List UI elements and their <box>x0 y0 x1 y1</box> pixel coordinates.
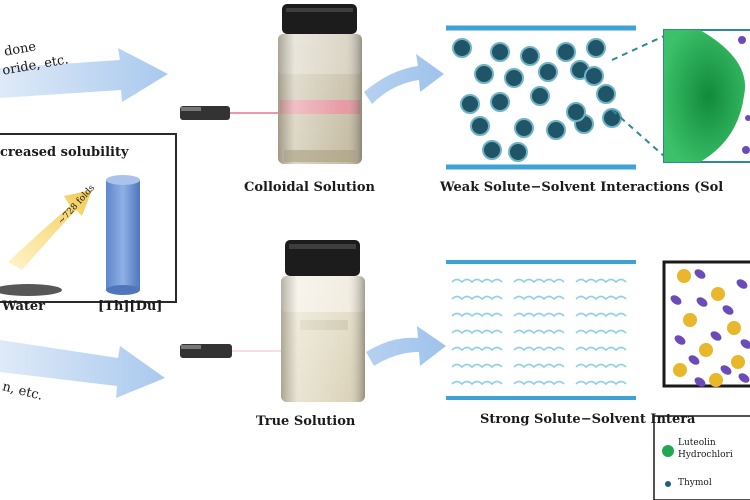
solvent-molecule <box>710 331 722 341</box>
colloidal-vial-label: Colloidal Solution <box>244 180 375 195</box>
colloid-particle <box>504 68 524 88</box>
colloid-particle <box>538 62 558 82</box>
cylinder-label: [Th][Du] <box>98 299 163 314</box>
solvent-wave <box>513 346 565 352</box>
solute-solvent-mixture <box>670 269 750 387</box>
solvent-waves <box>451 278 627 386</box>
colloidal-interaction-label: Weak Solute−Solvent Interactions (Sol <box>440 180 724 195</box>
solute-molecule <box>673 363 687 377</box>
colloidal-vial <box>278 4 362 164</box>
true-curved-arrow <box>366 326 446 366</box>
colloid-particle <box>470 116 490 136</box>
colloid-particle <box>596 84 616 104</box>
solvent-molecule <box>688 355 700 365</box>
colloid-particle <box>556 42 576 62</box>
true-vial-label: True Solution <box>256 414 356 429</box>
solute-molecule <box>727 321 741 335</box>
solvent-wave <box>451 380 503 386</box>
solubility-box <box>0 133 177 303</box>
zoom-dash-bottom <box>611 109 665 157</box>
solvent-wave <box>513 278 565 284</box>
solvent-molecule <box>720 365 732 375</box>
solvent-molecule <box>694 269 706 279</box>
solvent-molecule <box>670 295 682 305</box>
solubility-cylinder <box>106 175 140 295</box>
legend-box <box>653 415 750 500</box>
solvent-wave <box>575 329 627 335</box>
colloid-particle <box>602 108 622 128</box>
solvent-wave <box>575 295 627 301</box>
colloid-particle <box>508 142 528 162</box>
solvent-wave <box>451 295 503 301</box>
true-interaction-label: Strong Solute−Solvent Intera <box>480 412 696 427</box>
legend-thymol-label: Thymol <box>678 478 712 488</box>
solvent-wave <box>575 312 627 318</box>
solvent-molecule <box>722 305 734 315</box>
solvent-molecule <box>736 279 748 289</box>
colloid-particle <box>514 118 534 138</box>
solubility-box-title: creased solubility <box>0 145 129 160</box>
legend-luteolin-marker <box>662 445 674 457</box>
colloid-particle <box>474 64 494 84</box>
solvent-molecule <box>674 335 686 345</box>
colloidal-particles <box>452 38 622 162</box>
solvent-wave <box>575 346 627 352</box>
colloid-particle <box>490 42 510 62</box>
solvent-wave <box>513 363 565 369</box>
solvent-wave <box>513 380 565 386</box>
colloid-particle <box>586 38 606 58</box>
solvent-wave <box>575 380 627 386</box>
solvent-wave <box>513 312 565 318</box>
colloid-particle <box>530 86 550 106</box>
solute-molecule <box>731 355 745 369</box>
colloid-particle <box>460 94 480 114</box>
water-label: Water <box>2 299 46 314</box>
solvent-molecule <box>694 377 706 387</box>
colloid-particle <box>566 102 586 122</box>
solvent-wave <box>451 312 503 318</box>
solute-molecule <box>711 287 725 301</box>
solvent-wave <box>451 363 503 369</box>
solvent-wave <box>513 329 565 335</box>
laser-pointer-bottom <box>180 344 282 358</box>
solvent-wave <box>575 363 627 369</box>
solvent-molecule <box>696 297 708 307</box>
colloid-particle <box>584 66 604 86</box>
legend-luteolin-label-1: Luteolin <box>678 438 716 448</box>
solvent-wave <box>575 278 627 284</box>
colloid-particle <box>452 38 472 58</box>
solvent-wave <box>451 329 503 335</box>
colloid-particle <box>490 92 510 112</box>
solvent-molecule <box>738 373 750 383</box>
water-residue <box>0 284 62 296</box>
zoom-dash-top <box>611 35 665 61</box>
solute-molecule <box>709 373 723 387</box>
solvent-wave <box>451 278 503 284</box>
colloidal-curved-arrow <box>364 54 444 104</box>
bottom-left-arrow <box>0 340 165 398</box>
top-left-arrow <box>0 48 168 102</box>
solvent-wave <box>451 346 503 352</box>
colloid-particle <box>520 46 540 66</box>
solute-molecule <box>699 343 713 357</box>
solvent-molecule <box>740 339 750 349</box>
colloid-particle <box>482 140 502 160</box>
legend-luteolin-label-2: Hydrochlori <box>678 450 733 460</box>
true-vial <box>281 240 365 402</box>
increase-curve-arrow <box>8 190 92 270</box>
zoomed-sphere <box>663 29 750 163</box>
solvent-wave <box>513 295 565 301</box>
colloid-particle <box>546 120 566 140</box>
solute-molecule <box>677 269 691 283</box>
solute-molecule <box>683 313 697 327</box>
legend-thymol-marker <box>665 481 671 487</box>
